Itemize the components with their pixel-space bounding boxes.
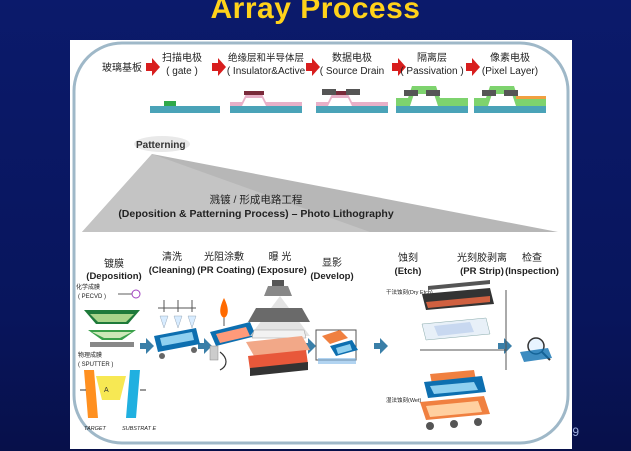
proc-pr-strip-cn: 光刻胶剥离 xyxy=(457,251,507,264)
proc-etch-en: (Etch) xyxy=(395,266,422,277)
patterning-en: (Deposition & Patterning Process) – Phot… xyxy=(118,208,394,220)
diagram-canvas: 玻璃基板 扫描电极 ( gate ) 绝缘层和半导体层 ( Insulator&… xyxy=(70,40,572,449)
pecvd-label: ( PECVD ) xyxy=(78,294,106,300)
step-arrow-4 xyxy=(374,338,388,354)
flow-arrow-2 xyxy=(212,58,226,76)
step-passivation-cn: 隔离层 xyxy=(417,51,447,64)
patterning-cn: 溅镀 / 形成电路工程 xyxy=(210,193,303,206)
slide-title: Array Process xyxy=(210,0,421,25)
pr-coating-illustration xyxy=(209,298,256,371)
proc-inspection-cn: 检查 xyxy=(522,251,542,264)
sputter-label: ( SPUTTER ) xyxy=(78,362,113,368)
etch-illustration: 干法蚀刻(Dry Etch) 湿法蚀刻(Wet) xyxy=(386,280,507,430)
step-arrow-2 xyxy=(198,338,212,354)
step-arrow-1 xyxy=(140,338,154,354)
step-insulator-en: ( Insulator&Active xyxy=(227,66,306,77)
proc-deposition-en: (Deposition) xyxy=(86,271,141,282)
proc-pr-strip-en: (PR Strip) xyxy=(460,266,504,277)
inspection-illustration xyxy=(520,337,552,362)
target-label: TARGET xyxy=(84,426,107,432)
proc-exposure-en: (Exposure) xyxy=(257,265,307,276)
proc-deposition-cn: 镀膜 xyxy=(104,257,124,270)
layer-stack-passivation xyxy=(396,86,468,113)
step-gate-cn: 扫描电极 xyxy=(162,51,202,64)
proc-pr-coating-cn: 光阻涂敷 xyxy=(204,250,244,263)
proc-cleaning-cn: 清洗 xyxy=(162,250,182,263)
step-pixel-cn: 像素电极 xyxy=(490,51,530,64)
proc-inspection-en: (Inspection) xyxy=(505,266,559,277)
step-arrows xyxy=(140,338,512,354)
proc-cleaning-en: (Cleaning) xyxy=(149,265,195,276)
patterning-label: Patterning xyxy=(136,140,185,151)
sputter-cn-label: 物理成膜 xyxy=(78,351,102,359)
step-source-drain-cn: 数据电极 xyxy=(332,51,372,64)
deposition-illustration: 化学成膜 ( PECVD ) 物理成膜 ( SPUTTER ) A TARGET… xyxy=(76,283,156,432)
patterning-funnel-highlight xyxy=(82,154,370,232)
layer-stack-source-drain xyxy=(316,89,388,113)
wet-etch-label: 湿法蚀刻(Wet) xyxy=(386,396,422,404)
layer-stack-insulator xyxy=(230,91,302,113)
step-passivation-en: ( Passivation ) xyxy=(400,66,463,77)
layer-stack-pixel xyxy=(474,86,546,113)
svg-text:A: A xyxy=(104,387,109,394)
proc-exposure-cn: 曝 光 xyxy=(269,250,292,263)
flow-arrow-5 xyxy=(466,58,480,76)
develop-illustration xyxy=(315,329,358,364)
proc-develop-cn: 显影 xyxy=(322,257,342,269)
glass-substrate-label: 玻璃基板 xyxy=(102,61,142,74)
flow-arrow-1 xyxy=(146,58,160,76)
rounded-frame xyxy=(72,41,570,445)
page-number: 9 xyxy=(572,425,579,439)
flow-arrow-4 xyxy=(392,58,406,76)
flow-arrows xyxy=(146,58,480,76)
pecvd-cn-label: 化学成膜 xyxy=(76,283,100,291)
proc-develop-en: (Develop) xyxy=(310,271,353,282)
step-insulator-cn: 绝缘层和半导体层 xyxy=(228,52,304,64)
step-pixel-en: (Pixel Layer) xyxy=(482,66,538,77)
step-gate-en: ( gate ) xyxy=(166,66,198,77)
proc-etch-cn: 蚀刻 xyxy=(398,251,418,264)
dry-etch-label: 干法蚀刻(Dry Etch) xyxy=(386,288,433,296)
flow-arrow-3 xyxy=(306,58,320,76)
substrate-label: SUBSTRAT E xyxy=(122,426,156,432)
cleaning-illustration xyxy=(154,300,200,359)
patterning-shadow xyxy=(134,136,190,152)
step-source-drain-en: ( Source Drain xyxy=(320,66,384,77)
diagram-panel: 玻璃基板 扫描电极 ( gate ) 绝缘层和半导体层 ( Insulator&… xyxy=(70,40,572,449)
step-arrow-5 xyxy=(498,338,512,354)
step-arrow-3 xyxy=(302,338,316,354)
proc-pr-coating-en: (PR Coating) xyxy=(197,265,255,276)
exposure-illustration xyxy=(246,280,310,376)
layer-stack-gate xyxy=(150,101,220,113)
